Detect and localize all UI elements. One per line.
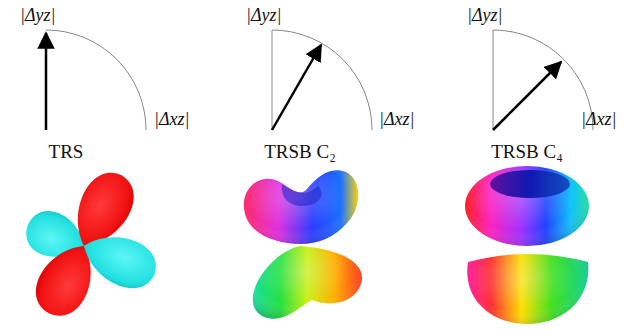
orbital-shape [244, 170, 362, 319]
axis-label: |Δxz| [379, 110, 414, 128]
quarter-circle-plot [493, 30, 593, 130]
panel-title: TRS [49, 142, 84, 161]
quarter-circle-plot [272, 30, 372, 130]
axis-label: |Δyz| [20, 6, 55, 24]
orbital-shape [20, 164, 163, 325]
axis-label: |Δxz| [581, 110, 616, 128]
panel-title: TRSB C₂ [264, 142, 336, 161]
quarter-circle-plot [46, 30, 146, 130]
axis-label: |Δyz| [467, 6, 502, 24]
axis-label: |Δyz| [246, 6, 281, 24]
axis-label: |Δxz| [154, 110, 189, 128]
orbital-shape [465, 166, 589, 324]
panel-title: TRSB C₄ [491, 142, 563, 161]
